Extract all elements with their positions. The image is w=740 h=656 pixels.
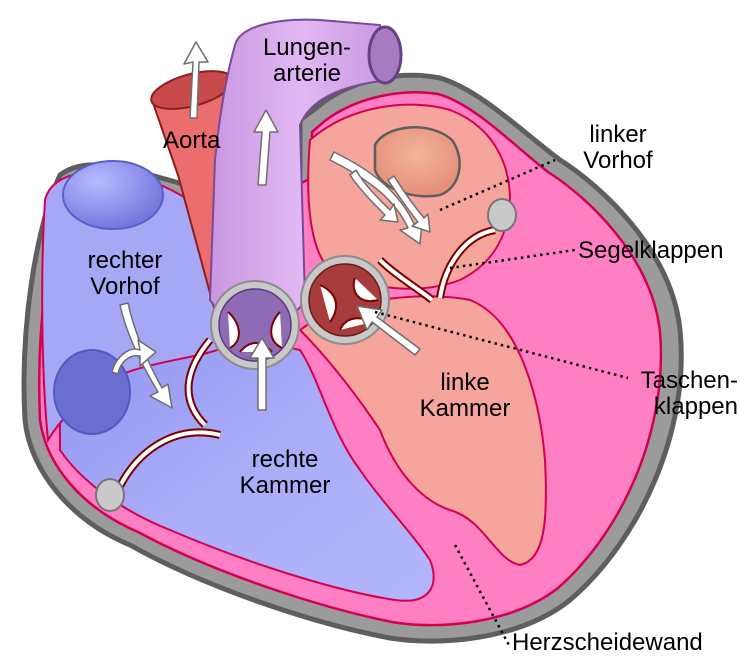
label-herzscheidewand: Herzscheidewand: [512, 630, 703, 656]
label-lungenarterie-line1: Lungen-: [252, 35, 362, 61]
pulmonary-vein-opening: [375, 127, 460, 196]
label-taschenklappen-line2: klappen: [620, 394, 738, 420]
label-taschenklappen: Taschen- klappen: [620, 368, 738, 420]
label-linker-vorhof-line1: linker: [563, 122, 673, 148]
label-linke-kammer-line1: linke: [410, 370, 520, 396]
label-linke-kammer: linke Kammer: [410, 370, 520, 422]
aortic-valve: [301, 256, 389, 344]
label-taschenklappen-line1: Taschen-: [620, 368, 738, 394]
label-rechte-kammer-line1: rechte: [230, 447, 340, 473]
label-rechte-kammer-line2: Kammer: [230, 473, 340, 499]
superior-vena-cava-opening: [63, 161, 163, 229]
label-segelklappen: Segelklappen: [578, 238, 723, 264]
pulmonary-artery-opening: [369, 27, 401, 83]
label-lungenarterie: Lungen- arterie: [252, 35, 362, 87]
label-aorta: Aorta: [163, 128, 220, 154]
label-rechter-vorhof: rechter Vorhof: [70, 248, 180, 300]
label-linke-kammer-line2: Kammer: [410, 396, 520, 422]
left-annulus-node: [488, 199, 516, 231]
label-rechter-vorhof-line1: rechter: [70, 248, 180, 274]
label-rechter-vorhof-line2: Vorhof: [70, 274, 180, 300]
right-annulus-node: [96, 479, 124, 511]
label-linker-vorhof: linker Vorhof: [563, 122, 673, 174]
label-lungenarterie-line2: arterie: [252, 61, 362, 87]
label-linker-vorhof-line2: Vorhof: [563, 148, 673, 174]
label-rechte-kammer: rechte Kammer: [230, 447, 340, 499]
